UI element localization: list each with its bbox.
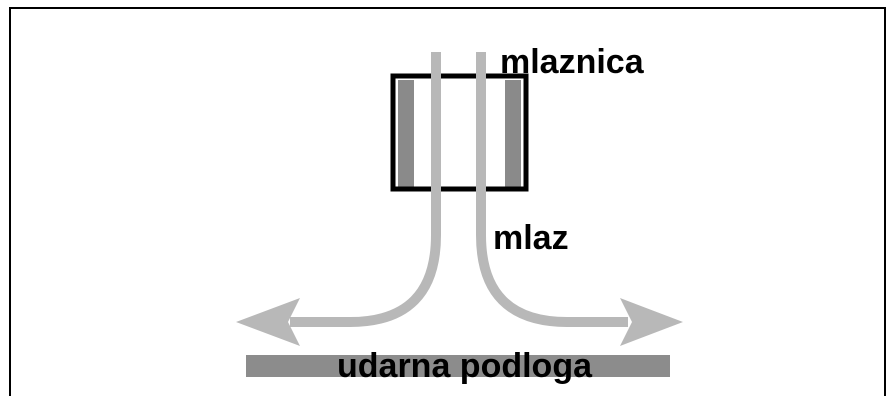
- nozzle-wall-right: [505, 80, 521, 187]
- nozzle-label: mlaznica: [500, 43, 645, 81]
- impact-surface-label: udarna podloga: [337, 347, 593, 385]
- figure-frame: [9, 7, 886, 396]
- impact-surface-plate: [246, 355, 670, 377]
- nozzle: [390, 73, 529, 192]
- jet-stream-right: [476, 52, 628, 327]
- arrow-left-icon: [236, 298, 300, 346]
- nozzle-wall-left: [398, 80, 414, 187]
- jet-label: mlaz: [493, 219, 569, 257]
- arrow-right-icon: [620, 298, 683, 346]
- jet-stream-left: [290, 52, 441, 327]
- jet-stream: [290, 52, 628, 327]
- nozzle-outline: [390, 73, 529, 192]
